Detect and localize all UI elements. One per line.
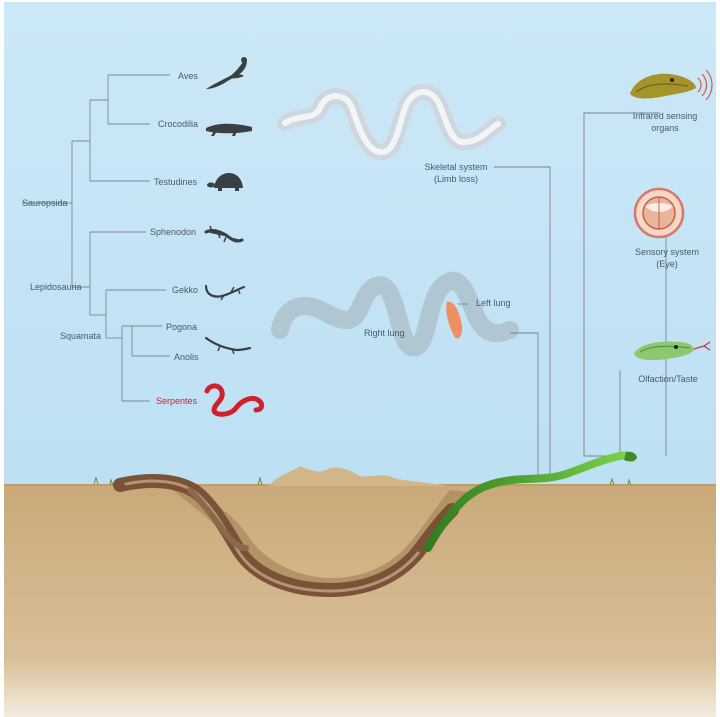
leader-lines	[458, 112, 667, 480]
green-snake-illustration	[424, 451, 637, 552]
infrared-organs-label: organs	[651, 123, 679, 133]
taxon-label-crocodilia: Crocodilia	[158, 119, 198, 129]
taxon-label-gekko: Gekko	[172, 285, 198, 295]
forked-tongue-snake-head-icon	[634, 341, 711, 360]
eye-label: (Eye)	[656, 259, 678, 269]
cladogram-tree	[22, 74, 170, 402]
taxon-label-testudines: Testudines	[154, 177, 198, 187]
limb-loss-label: (Limb loss)	[434, 174, 478, 184]
taxon-label-sphenodon: Sphenodon	[150, 227, 196, 237]
infrared-sensing-label: Infrared sensing	[633, 111, 698, 121]
bird-icon	[206, 57, 247, 89]
crocodile-icon	[206, 123, 252, 136]
burrowing-snake-illustration	[113, 474, 459, 598]
left-lung-shape	[446, 301, 463, 339]
tuatara-icon	[204, 225, 244, 243]
snake-skeleton-illustration	[277, 84, 506, 160]
turtle-icon	[207, 173, 243, 191]
taxon-label-serpentes: Serpentes	[156, 396, 198, 406]
sky-background	[4, 2, 716, 486]
right-lung-label: Right lung	[364, 328, 405, 338]
eye-icon	[633, 187, 685, 239]
infrared-snake-head-icon	[630, 69, 713, 101]
taxon-label-anolis: Anolis	[174, 352, 199, 362]
anole-icon	[204, 336, 252, 355]
clade-label-squamata: Squamata	[60, 331, 101, 341]
taxon-label-aves: Aves	[178, 71, 198, 81]
red-snake-icon	[204, 383, 265, 417]
snake-lung-illustration	[271, 272, 519, 357]
clade-label-lepidosauria: Lepidosauria	[30, 282, 82, 292]
sensory-system-label: Sensory system	[635, 247, 699, 257]
left-lung-label: Left lung	[476, 298, 511, 308]
skeletal-system-label: Skeletal system	[424, 162, 487, 172]
gecko-icon	[204, 284, 246, 301]
taxon-label-pogona: Pogona	[166, 322, 197, 332]
clade-label-sauropsida: Sauropsida	[22, 198, 68, 208]
ground-soil	[4, 484, 716, 717]
olfaction-taste-label: Olfaction/Taste	[638, 374, 698, 384]
